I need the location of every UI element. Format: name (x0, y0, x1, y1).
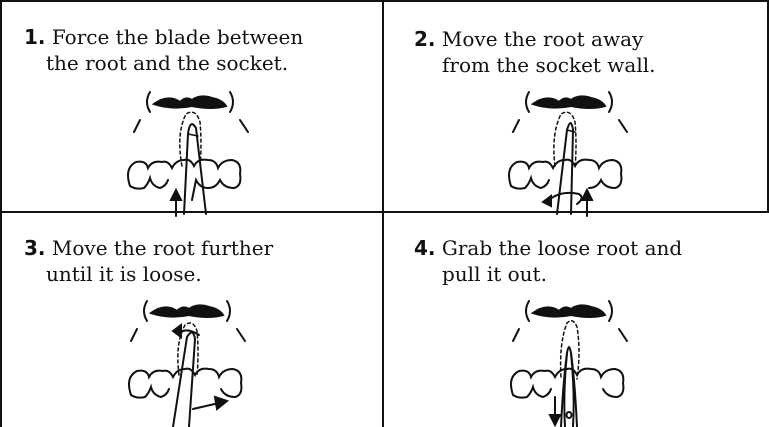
step-number: 2. (414, 27, 436, 51)
step-text-line2: the root and the socket. (24, 50, 303, 76)
tooth-root-lever-icon (505, 88, 645, 214)
step-caption-3: 3. Move the root further until it is loo… (24, 235, 273, 287)
step-number: 4. (414, 236, 436, 260)
tooth-root-loosen-icon (123, 293, 263, 427)
step-panel-4: 4. Grab the loose root and pull it out. (384, 213, 769, 427)
step-text-line2: from the socket wall. (414, 52, 656, 78)
step-text-line2: pull it out. (414, 261, 682, 287)
step-number: 1. (24, 25, 46, 49)
step-number: 3. (24, 236, 46, 260)
tooth-root-blade-insert-icon (120, 88, 260, 214)
step-panel-2: 2. Move the root away from the socket wa… (384, 0, 769, 213)
step-panel-3: 3. Move the root further until it is loo… (0, 213, 384, 427)
step-text-line1: Move the root further (52, 236, 273, 260)
step-text-line1: Force the blade between (52, 25, 303, 49)
tooth-root-extract-icon (505, 293, 645, 427)
step-text-line2: until it is loose. (24, 261, 273, 287)
step-caption-2: 2. Move the root away from the socket wa… (414, 26, 656, 78)
step-caption-1: 1. Force the blade between the root and … (24, 24, 303, 76)
step-text-line1: Move the root away (442, 27, 643, 51)
step-caption-4: 4. Grab the loose root and pull it out. (414, 235, 682, 287)
step-text-line1: Grab the loose root and (442, 236, 682, 260)
step-panel-1: 1. Force the blade between the root and … (0, 0, 384, 213)
